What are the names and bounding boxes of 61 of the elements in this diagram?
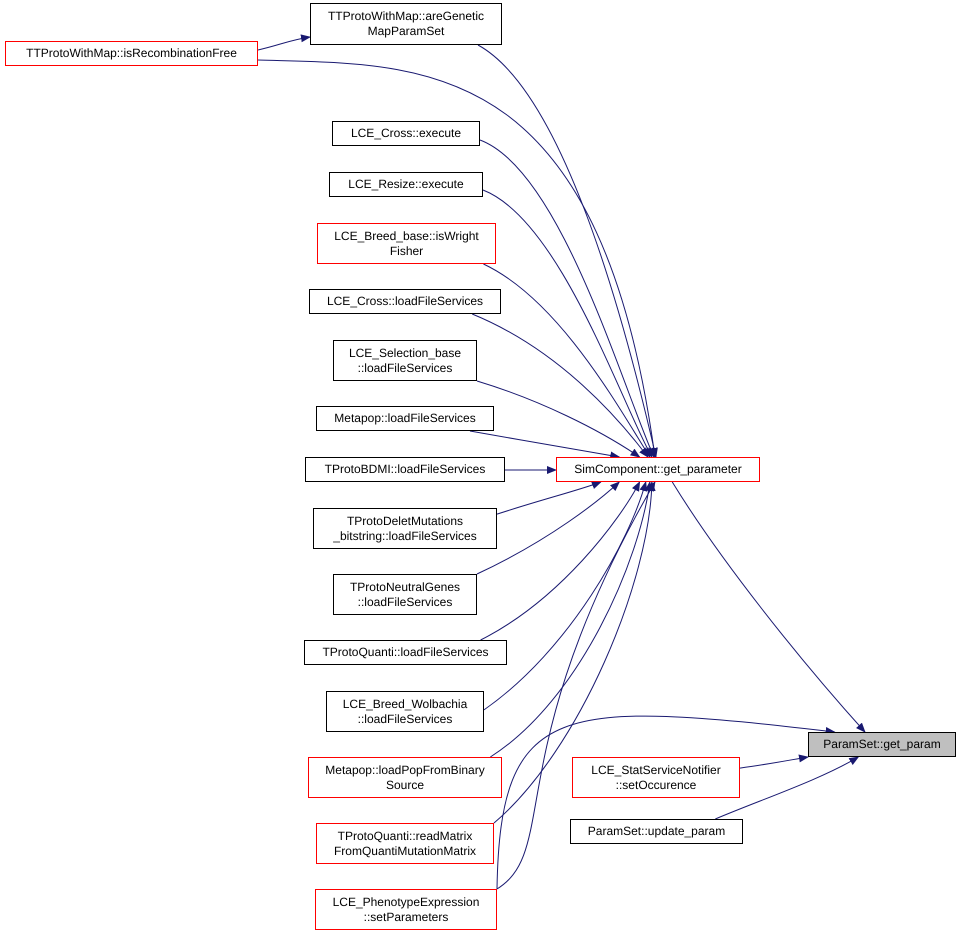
call-arrow [496,716,836,890]
call-arrow [484,481,647,710]
call-arrow [478,44,658,458]
function-name: TProtoQuanti::readMatrix FromQuantiMutationMatrix [334,828,476,858]
call-arrow [714,756,860,820]
function-name: LCE_PhenotypeExpression ::setParameters [332,894,480,924]
call-arrow [469,430,620,460]
function-name: LCE_Cross::execute [350,126,462,141]
call-arrow [258,60,658,458]
function-box [329,172,483,197]
call-arrow [476,380,640,458]
function-box [308,757,502,798]
function-box [332,121,480,146]
function-name: TTProtoWithMap::isRecombinationFree [26,46,237,61]
function-box [316,823,494,864]
function-box [808,732,956,757]
function-box [333,574,477,615]
function-name: LCE_Selection_base ::loadFileServices [348,346,462,376]
call-arrow [476,481,620,574]
function-name: TProtoBDMI::loadFileServices [324,462,486,477]
function-name: LCE_Cross::loadFileServices [326,294,484,309]
function-box [316,406,494,431]
function-name: TProtoDeletMutations _bitstring::loadFileServices [333,514,477,544]
call-arrow [258,34,311,50]
function-box [313,508,497,549]
function-box [310,3,502,45]
call-arrow [472,314,648,458]
function-name: SimComponent::get_parameter [574,462,742,477]
function-box [304,640,507,665]
function-name: LCE_StatServiceNotifier ::setOccurence [591,762,721,792]
call-arrow [482,190,652,458]
call-arrow [672,482,866,733]
function-box [326,691,484,732]
function-box [315,889,497,930]
call-arrow [496,481,656,890]
call-arrow [490,481,652,758]
function-name: ParamSet::update_param [588,824,726,839]
call-arrow [740,754,809,769]
function-name: LCE_Breed_Wolbachia ::loadFileServices [342,696,468,726]
call-arrow [480,140,654,458]
call-arrow [504,466,557,474]
function-name: ParamSet::get_param [823,737,941,752]
function-box [309,289,501,314]
function-box [570,819,743,844]
function-box [5,41,258,66]
function-box [572,757,740,798]
call-arrow [482,264,650,458]
function-name: TProtoQuanti::loadFileServices [322,645,489,660]
call-arrow [494,481,656,824]
function-name: LCE_Breed_base::isWright Fisher [334,228,479,258]
function-box [333,340,477,381]
call-arrow [496,481,602,515]
function-name: TTProtoWithMap::areGenetic MapParamSet [328,9,484,39]
function-name: TProtoNeutralGenes ::loadFileServices [350,580,460,610]
function-name: Metapop::loadFileServices [334,411,476,426]
function-name: Metapop::loadPopFromBinary Source [325,762,485,792]
function-box [556,457,760,482]
function-box [305,457,505,482]
call-arrow [480,481,640,640]
function-box [317,223,496,264]
function-name: LCE_Resize::execute [348,177,464,192]
